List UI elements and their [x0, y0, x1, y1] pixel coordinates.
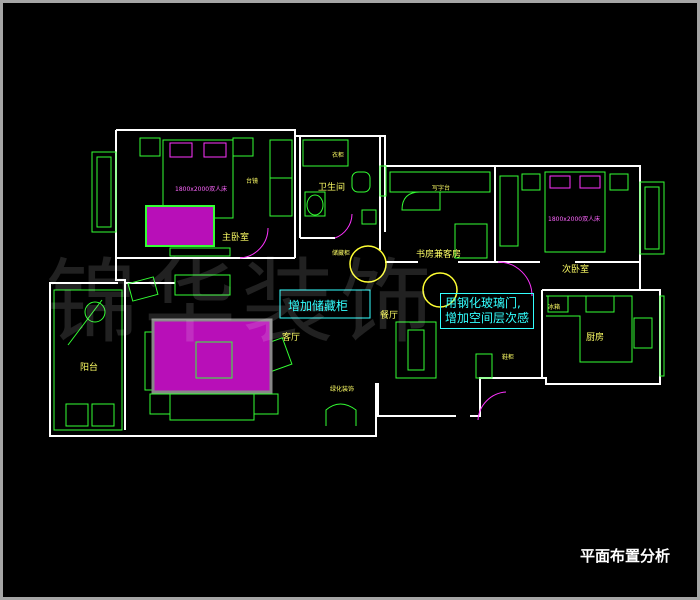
room-label-kitchen: 厨房 [586, 333, 605, 343]
room-label-dining-room: 餐厅 [380, 311, 399, 321]
room-label-study-guest: 书房兼客房 [416, 250, 462, 260]
caption: 平面布置分析 [579, 547, 670, 565]
label-desk: 写字台 [432, 185, 451, 192]
label-wardrobe: 衣柜 [332, 152, 345, 159]
bed-label-master: 1800x2000双人床 [175, 186, 228, 193]
outer-wall [49, 282, 456, 437]
note-glass-door: 用钢化玻璃门, 增加空间层次感 [440, 293, 535, 329]
living-rug [151, 318, 273, 394]
label-fridge: 冰箱 [548, 304, 561, 311]
label-mirror: 台镜 [246, 178, 259, 185]
room-label-bathroom: 卫生间 [318, 183, 346, 193]
room-label-second-bedroom: 次卧室 [562, 265, 590, 275]
note-glass-door-line1: 用钢化玻璃门, [445, 296, 521, 310]
master-rug [145, 205, 215, 247]
label-shoe-cabinet: 鞋柜 [502, 354, 515, 361]
storage-callout [349, 245, 387, 283]
label-storage-cabinet: 储藏柜 [332, 250, 351, 257]
room-label-living-room: 客厅 [282, 333, 301, 343]
room-label-balcony: 阳台 [80, 363, 99, 373]
sofa [169, 393, 255, 421]
room-label-master-bedroom: 主卧室 [222, 233, 250, 243]
bed-label-second: 1800x2000双人床 [548, 216, 601, 223]
watermark: 锦华装饰 [46, 249, 439, 356]
second-bed [544, 171, 606, 253]
note-glass-door-line2: 增加空间层次感 [445, 311, 530, 325]
note-storage: 增加储藏柜 [288, 299, 349, 313]
label-plants: 绿化装饰 [330, 386, 355, 393]
